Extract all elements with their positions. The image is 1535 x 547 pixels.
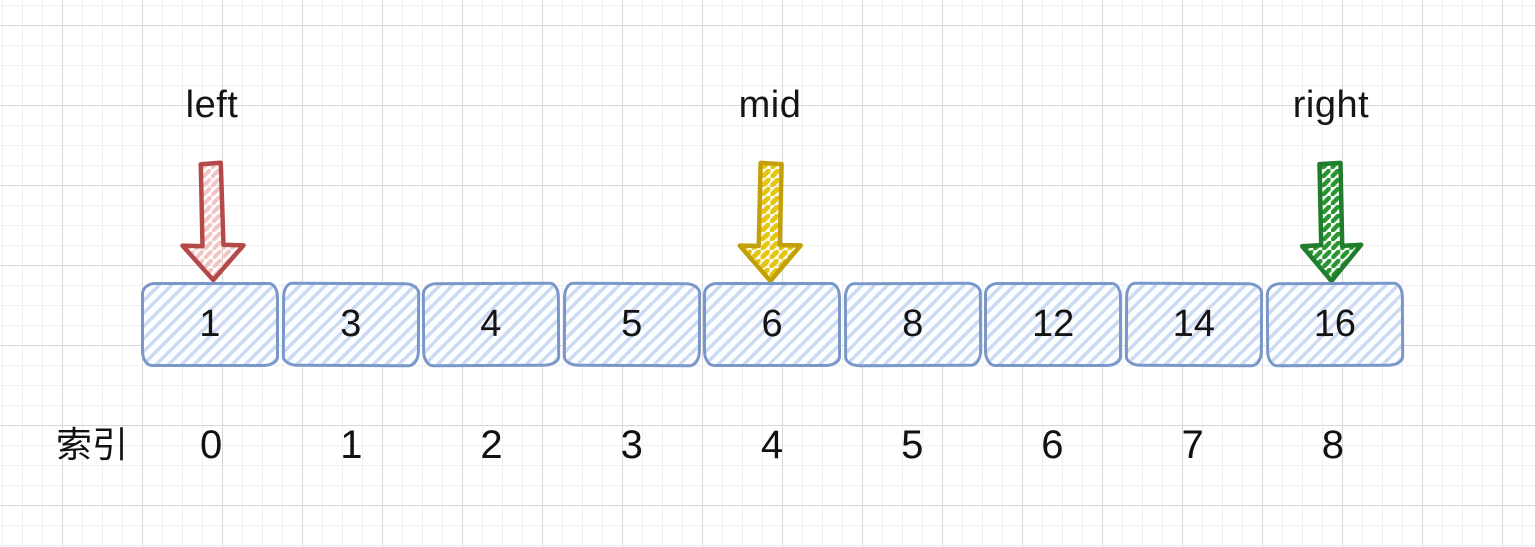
left-pointer-label: left: [185, 84, 239, 126]
array-cell: 5: [562, 281, 701, 368]
array-cell: 16: [1265, 281, 1404, 368]
right-pointer-label: right: [1292, 84, 1370, 126]
index-value: 7: [1181, 423, 1204, 467]
mid-pointer-label: mid: [738, 84, 802, 126]
array-row: 1 3 4 5 6 8 12 14 16: [141, 281, 1404, 368]
array-cell: 14: [1124, 281, 1263, 368]
array-cell: 12: [984, 282, 1122, 367]
index-value: 4: [760, 423, 784, 467]
array-cell: 1: [141, 282, 279, 367]
index-row: 0 1 2 3 4 5 6 7 8: [141, 421, 1403, 469]
index-row-label: 索引: [55, 424, 128, 465]
array-cell: 6: [703, 282, 841, 367]
right-down-arrow-icon: [1299, 160, 1364, 284]
array-cell: 3: [281, 281, 420, 368]
array-cell: 4: [421, 281, 560, 368]
index-value: 6: [1041, 423, 1064, 467]
left-down-arrow-icon: [180, 160, 246, 283]
mid-down-arrow-icon: [737, 160, 804, 284]
index-value: 0: [199, 423, 223, 467]
index-value: 2: [480, 423, 503, 467]
index-value: 8: [1321, 423, 1344, 467]
index-value: 3: [620, 423, 643, 467]
index-value: 5: [901, 423, 924, 467]
index-value: 1: [340, 423, 363, 467]
array-cell: 8: [843, 281, 982, 368]
